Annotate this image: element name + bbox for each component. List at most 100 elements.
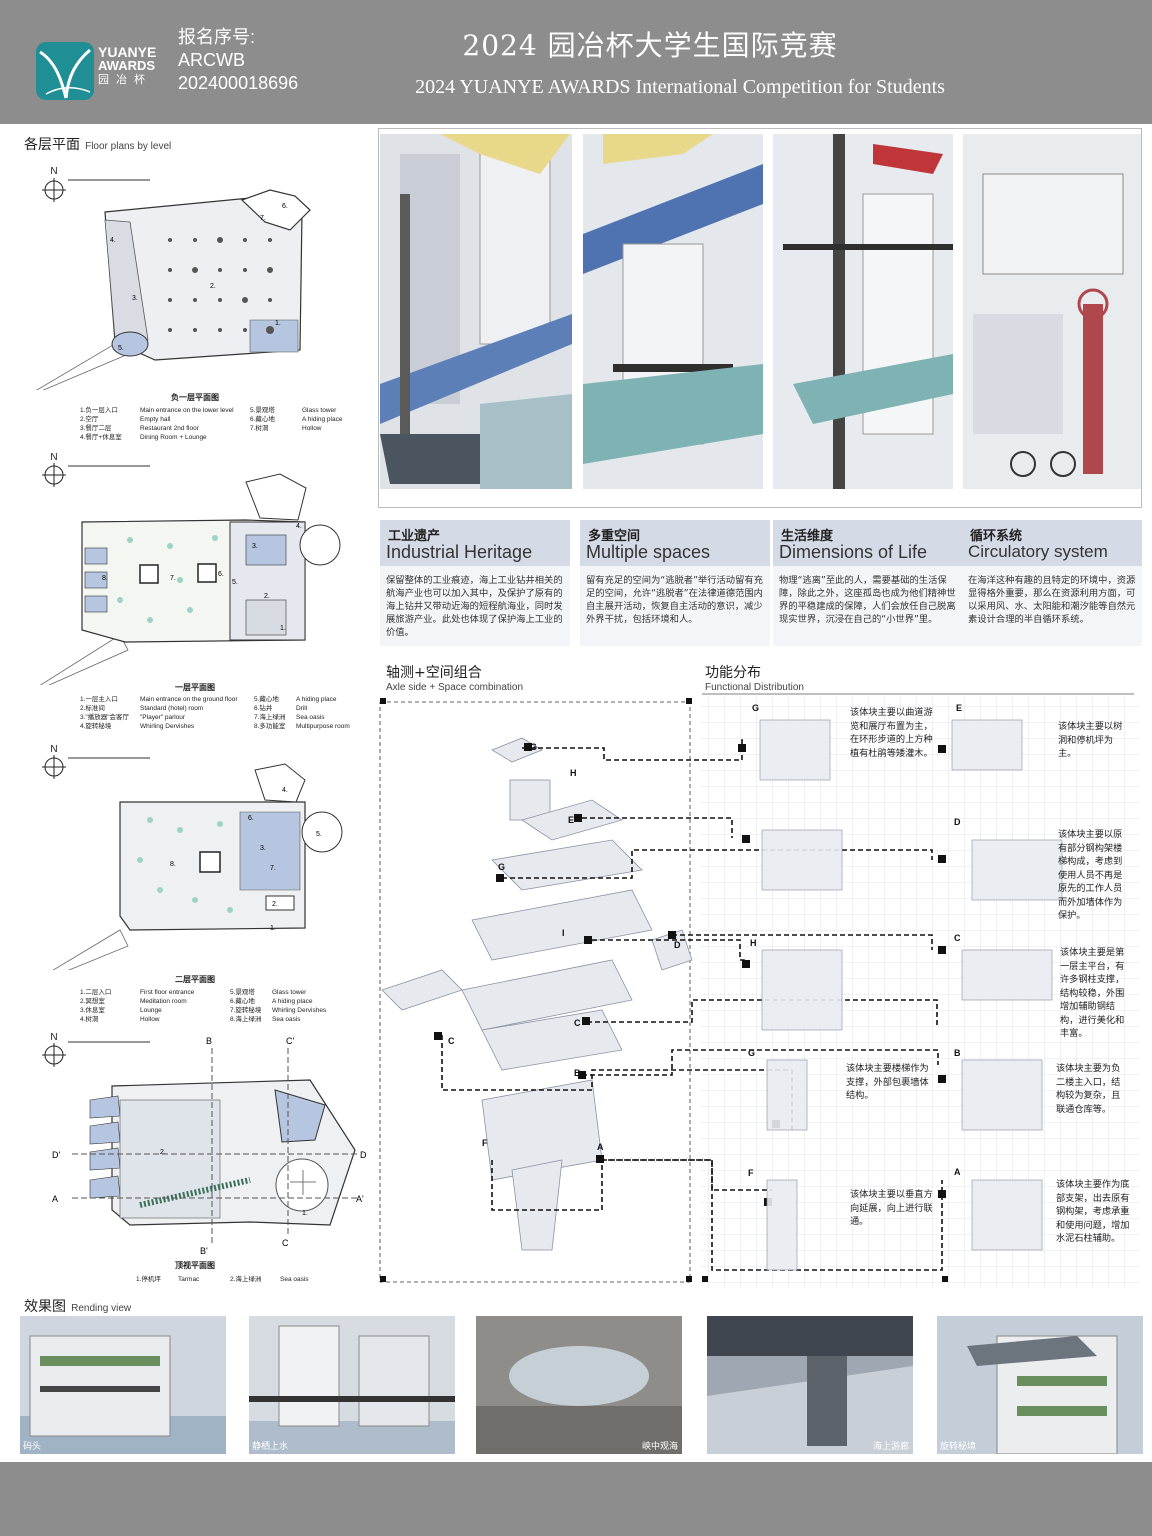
plan-ground-num-3: 3. bbox=[252, 543, 258, 550]
func-note-G: 该体块主要以曲道游览和展厅布置为主，在环形步道的上方种植有杜鹃等矮灌木。 bbox=[850, 707, 933, 759]
plan-ground-num-5: 5. bbox=[232, 579, 238, 586]
axo-label-C2: C bbox=[574, 1018, 581, 1028]
registration-code: ARCWB bbox=[178, 50, 245, 70]
plan-roof-num-1: 1. bbox=[302, 1210, 308, 1217]
renders-heading: 效果图 Rending view bbox=[24, 1296, 131, 1316]
theme-body: 保留整体的工业痕迹，海上工业钻井相关的航海产业也可以加入其中，及保护了原有的海上… bbox=[386, 575, 563, 638]
plan-second-num-3: 3. bbox=[260, 845, 266, 852]
plan-ground-num-2: 2. bbox=[264, 593, 270, 600]
func-label-A: A bbox=[954, 1167, 961, 1177]
axo-label-D: D bbox=[674, 940, 681, 950]
section-mark-D-prime: D' bbox=[52, 1150, 60, 1160]
func-note-G3: 该体块主要楼梯作为支撑，外部包裹墙体结构。 bbox=[846, 1063, 929, 1101]
north-arrow-icon: N bbox=[34, 1032, 74, 1070]
legend-item: First floor entrance bbox=[140, 989, 195, 996]
render-caption: 峡中观海 bbox=[641, 1442, 678, 1452]
legend-item: A hiding place bbox=[272, 998, 313, 1005]
render-image-5: 旋转秘境 bbox=[937, 1316, 1143, 1454]
plan-second-num-7: 7. bbox=[270, 865, 276, 872]
title-chinese: 2024 园冶杯大学生国际竞赛 bbox=[462, 29, 838, 62]
legend-item: 1.一层主入口 bbox=[80, 696, 118, 703]
axo-label-G: G bbox=[530, 742, 538, 752]
theme-header: 循环系统 Circulatory system bbox=[962, 520, 1142, 566]
plan-ground-num-4: 4. bbox=[296, 523, 302, 530]
legend-item: 6.藏心地 bbox=[250, 416, 275, 423]
logo-line-1: YUANYE bbox=[98, 44, 157, 60]
floor-plan-second: N 1. 2. 3. 4. 5. 6. 7. 8. 二层平面图 1.二层入口 F… bbox=[20, 740, 370, 1030]
legend-item: 5.藏心地 bbox=[254, 696, 279, 703]
legend-item: 4.树洞 bbox=[80, 1016, 99, 1023]
axo-label-E: E bbox=[568, 815, 575, 825]
legend-item: A hiding place bbox=[296, 696, 337, 703]
plan-second-num-1: 1. bbox=[270, 925, 276, 932]
plan-second-caption: 二层平面图 bbox=[175, 975, 215, 984]
legend-item: Hollow bbox=[302, 425, 322, 432]
legend-item: 2.标准间 bbox=[80, 705, 105, 712]
plan-b1-num-6: 6. bbox=[282, 203, 288, 210]
theme-title-en: Circulatory system bbox=[968, 542, 1108, 561]
theme-card-industrial-heritage: 工业遗产 Industrial Heritage 保留整体的工业痕迹，海上工业钻… bbox=[380, 520, 570, 646]
func-note-C: 该体块主要是第一层主平台，有许多钢柱支撑，结构较稳，外围增加辅助钢结构，进行美化… bbox=[1060, 947, 1125, 1039]
plan-b1-num-1: 1. bbox=[275, 320, 281, 327]
theme-body: 留有充足的空间为“逃脱者”举行活动留有充足的空间，允许“逃脱者”在法律道德范围内… bbox=[586, 575, 763, 625]
legend-item: Main entrance on the ground floor bbox=[140, 696, 238, 703]
theme-title-cn: 多重空间 bbox=[588, 529, 641, 544]
registration-number: 202400018696 bbox=[178, 73, 299, 93]
legend-item: Hollow bbox=[140, 1016, 160, 1023]
logo-line-2: AWARDS bbox=[98, 58, 156, 73]
plan-second-num-2: 2. bbox=[272, 901, 278, 908]
legend-item: 7.树洞 bbox=[250, 425, 269, 432]
plan-second-num-5: 5. bbox=[316, 831, 322, 838]
renders-title-cn: 效果图 bbox=[24, 1299, 66, 1315]
func-note-D: 该体块主要以原有部分钢构架楼梯构成，考虑到使用人员不再是原先的工作人员而外加墙体… bbox=[1058, 829, 1123, 921]
render-image-2: 静栖上水 bbox=[249, 1316, 455, 1454]
legend-item: 7.旋转秘境 bbox=[230, 1007, 262, 1014]
render-image-4: 海上游廊 bbox=[707, 1316, 913, 1454]
render-image-1: 码头 bbox=[20, 1316, 226, 1454]
render-caption: 静栖上水 bbox=[252, 1442, 289, 1452]
theme-card-multiple-spaces: 多重空间 Multiple spaces 留有充足的空间为“逃脱者”举行活动留有… bbox=[580, 520, 770, 646]
legend-item: Multipurpose room bbox=[296, 723, 350, 730]
legend-item: 3."播放器"会客厅 bbox=[80, 714, 130, 721]
legend-item: Restaurant 2nd floor bbox=[140, 425, 199, 432]
legend-item: 3.餐厅二层 bbox=[80, 425, 112, 432]
yuanye-logo: YUANYE AWARDS 园冶杯 bbox=[36, 42, 162, 100]
section-mark-D: D bbox=[360, 1150, 367, 1160]
legend-item: 2.海上绿洲 bbox=[230, 1276, 262, 1283]
axonometric-heading: 轴测+空间组合 Axle side + Space combination bbox=[386, 662, 523, 693]
legend-item: Sea oasis bbox=[280, 1276, 309, 1283]
floor-plan-b1: N 1. 2. 3. 4. 5. 6. 7. 负一层平面图 1.负一层入口 Ma… bbox=[20, 160, 370, 450]
render-image-3: 峡中观海 bbox=[476, 1316, 682, 1454]
plan-b1-num-5: 5. bbox=[118, 345, 124, 352]
func-note-E: 该体块主要以树洞和停机坪为主。 bbox=[1058, 721, 1123, 759]
legend-item: Drill bbox=[296, 705, 308, 712]
plan-b1-num-3: 3. bbox=[132, 295, 138, 302]
legend-item: 2.空厅 bbox=[80, 416, 99, 423]
legend-item: Main entrance on the lower level bbox=[140, 407, 234, 414]
functional-heading: 功能分布 Functional Distribution bbox=[705, 662, 804, 693]
north-arrow-icon: N bbox=[34, 166, 74, 205]
legend-item: 8.多功能室 bbox=[254, 723, 286, 730]
axo-label-C: C bbox=[448, 1036, 455, 1046]
plan-ground-num-8: 8. bbox=[102, 575, 108, 582]
north-arrow-icon: N bbox=[34, 744, 74, 782]
legend-item: A hiding place bbox=[302, 416, 343, 423]
func-note-A: 该体块主要作为底部支架，出去原有钢构架，考虑承重和使用问题，增加水泥石柱辅助。 bbox=[1056, 1179, 1130, 1244]
func-note-F: 该体块主要以垂直方向延展，向上进行联通。 bbox=[850, 1189, 933, 1227]
legend-item: 4.餐厅+休息室 bbox=[80, 434, 122, 441]
legend-item: 5.景观塔 bbox=[230, 989, 255, 996]
plan-b1-num-7: 7. bbox=[260, 215, 266, 222]
func-label-B: B bbox=[954, 1048, 961, 1058]
theme-header: 多重空间 Multiple spaces bbox=[580, 520, 770, 566]
north-label: N bbox=[50, 744, 58, 755]
legend-item: 6.藏心地 bbox=[230, 998, 255, 1005]
floor-plan-ground: N 1. 2. 3. 4. 5. 6. 7. 8. 一层平面图 1.一层主入口 … bbox=[20, 450, 370, 740]
legend-item: Glass tower bbox=[302, 407, 337, 414]
logo-line-3: 园冶杯 bbox=[98, 74, 152, 86]
north-label: N bbox=[50, 166, 58, 177]
theme-body: 在海洋这种有趣的且特定的环境中，资源显得格外重要，那么在资源利用方面，可以采用风… bbox=[968, 575, 1136, 625]
collage-panel-multiple bbox=[583, 134, 763, 489]
registration-label: 报名序号: bbox=[178, 27, 256, 47]
axo-label-H: H bbox=[570, 768, 577, 778]
legend-item: 2.冥想室 bbox=[80, 998, 105, 1005]
